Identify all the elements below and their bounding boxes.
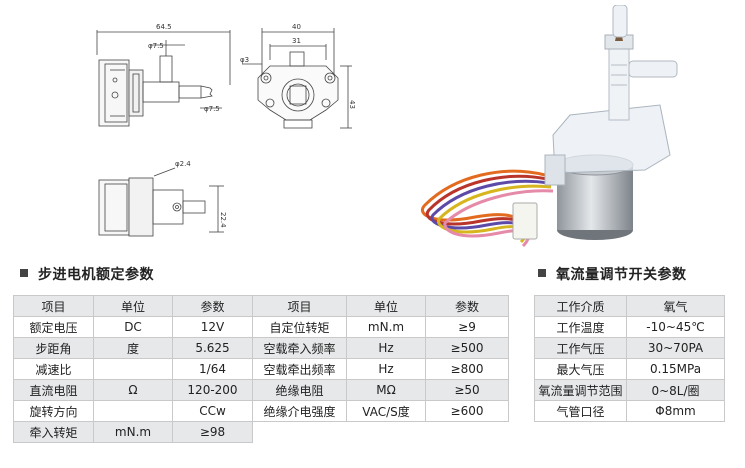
dim-width-inner: 31 [292,37,301,45]
table-cell: 0.15MPa [626,358,725,380]
dim-hole-diameter: φ3 [240,56,249,64]
dim-overall-length: 64.5 [156,23,172,31]
table-row: 直流电阻 Ω 120-200 [13,379,253,401]
table-cell: 工作介质 [534,295,627,317]
table-cell: mN.m [346,316,426,338]
table-cell: 直流电阻 [13,379,94,401]
header-cell: 单位 [346,295,426,317]
table-cell: 1/64 [172,358,253,380]
table-cell: 工作温度 [534,316,627,338]
switch-params-table: 工作介质 氧气 工作温度 -10~45℃ 工作气压 30~70PA 最大气压 0… [534,295,725,422]
dim-pin-diameter: φ2.4 [175,160,191,168]
table-cell: ≥98 [172,421,253,443]
table-cell: 工作气压 [534,337,627,359]
table-row: 空载牵入频率 Hz ≥500 [252,337,509,359]
table-cell: ≥9 [425,316,509,338]
header-cell: 单位 [93,295,173,317]
table-cell: 120-200 [172,379,253,401]
header-cell: 参数 [425,295,509,317]
table-cell: MΩ [346,379,426,401]
table-row: 工作气压 30~70PA [534,337,725,359]
table-cell: 减速比 [13,358,94,380]
bullet-square-icon [538,269,546,277]
dim-width-outer: 40 [292,23,301,31]
table-cell: 牵入转矩 [13,421,94,443]
table-cell: Ω [93,379,173,401]
table-cell: 空载牵出频率 [252,358,347,380]
table-cell: 额定电压 [13,316,94,338]
table-row: 气管口径 Φ8mm [534,400,725,422]
table-cell [93,400,173,422]
motor-params-table-right: 项目 单位 参数 自定位转矩 mN.m ≥9 空载牵入频率 Hz ≥500 空载… [252,295,509,422]
table-cell: 30~70PA [626,337,725,359]
table-cell: 绝缘电阻 [252,379,347,401]
table-cell: ≥800 [425,358,509,380]
header-cell: 项目 [252,295,347,317]
table-row: 氧流量调节范围 0~8L/圈 [534,379,725,401]
table-row: 旋转方向 CCw [13,400,253,422]
table-cell: 5.625 [172,337,253,359]
table-row: 牵入转矩 mN.m ≥98 [13,421,253,443]
header-cell: 参数 [172,295,253,317]
product-image [421,5,678,248]
table-row: 工作温度 -10~45℃ [534,316,725,338]
table-cell: -10~45℃ [626,316,725,338]
motor-section-title: 步进电机额定参数 [20,264,154,284]
table-cell: 旋转方向 [13,400,94,422]
table-row: 绝缘电阻 MΩ ≥50 [252,379,509,401]
table-cell: Hz [346,337,426,359]
switch-section-title: 氧流量调节开关参数 [538,264,687,284]
table-cell: 自定位转矩 [252,316,347,338]
table-cell: ≥50 [425,379,509,401]
motor-params-table-left: 项目 单位 参数 额定电压 DC 12V 步距角 度 5.625 减速比 1/6… [13,295,253,443]
dim-height: 43 [348,100,356,109]
table-row: 步距角 度 5.625 [13,337,253,359]
table-row: 自定位转矩 mN.m ≥9 [252,316,509,338]
dim-inlet-diameter: φ7.5 [148,42,164,50]
table-cell: 0~8L/圈 [626,379,725,401]
table-cell: 空载牵入频率 [252,337,347,359]
table-cell: Φ8mm [626,400,725,422]
table-cell: 12V [172,316,253,338]
table-header-row: 项目 单位 参数 [13,295,253,317]
table-cell: 气管口径 [534,400,627,422]
table-cell: DC [93,316,173,338]
table-cell: 氧气 [626,295,725,317]
header-cell: 项目 [13,295,94,317]
table-cell [93,358,173,380]
technical-drawing: 64.5 φ7.5 φ7.5 40 31 φ3 43 φ2.4 22.4 [96,23,356,237]
table-cell: ≥500 [425,337,509,359]
dim-outlet-diameter: φ7.5 [204,105,220,113]
table-cell: CCw [172,400,253,422]
table-row: 最大气压 0.15MPa [534,358,725,380]
bullet-square-icon [20,269,28,277]
table-cell: 氧流量调节范围 [534,379,627,401]
table-cell: Hz [346,358,426,380]
dim-side-height: 22.4 [219,212,227,228]
table-row: 工作介质 氧气 [534,295,725,317]
table-row: 减速比 1/64 [13,358,253,380]
table-cell: 步距角 [13,337,94,359]
table-row: 空载牵出频率 Hz ≥800 [252,358,509,380]
table-cell: 绝缘介电强度 [252,400,347,422]
table-cell: mN.m [93,421,173,443]
table-cell: 度 [93,337,173,359]
table-header-row: 项目 单位 参数 [252,295,509,317]
table-row: 额定电压 DC 12V [13,316,253,338]
table-cell: 最大气压 [534,358,627,380]
table-row: 绝缘介电强度 VAC/S度 ≥600 [252,400,509,422]
table-cell: VAC/S度 [346,400,426,422]
table-cell: ≥600 [425,400,509,422]
